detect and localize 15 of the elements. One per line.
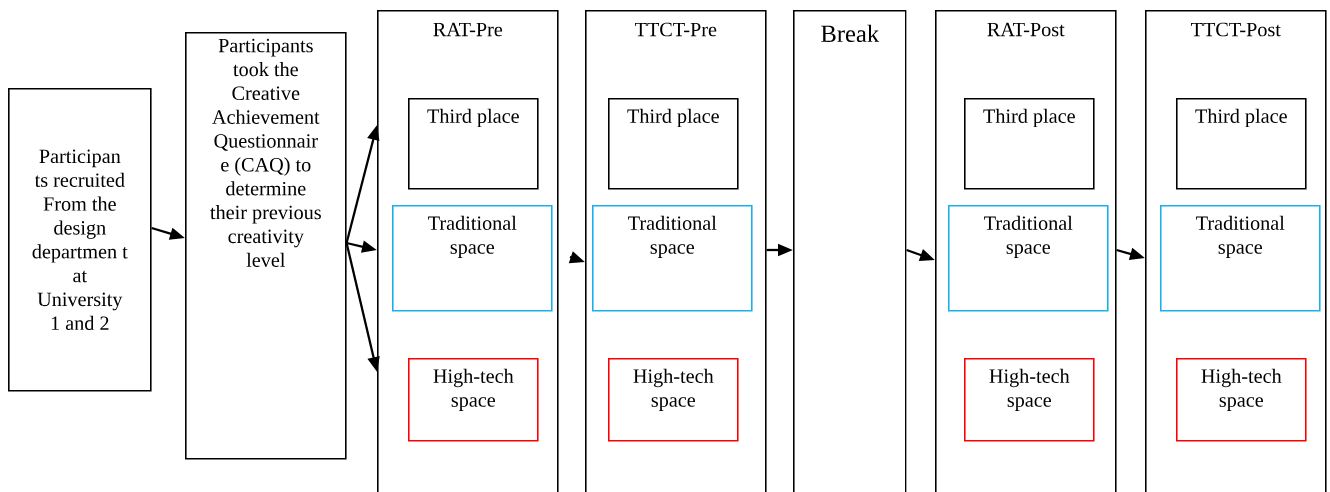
condition-box: Third place [408,98,539,190]
condition-box: Traditional space [948,205,1109,312]
condition-box: High-tech space [1176,358,1307,442]
condition-box: Third place [608,98,739,190]
process-box: Participan ts recruited From the design departmen t at University 1 and 2 [8,88,152,392]
condition-box: Third place [964,98,1095,190]
condition-box: Traditional space [592,205,753,312]
condition-box: High-tech space [608,358,739,442]
condition-box: Third place [1176,98,1307,190]
condition-box: High-tech space [964,358,1095,442]
condition-box: High-tech space [408,358,539,442]
process-box: Participants took the Creative Achievement Questionnair e (CAQ) to determine their previous creativity level [185,32,347,460]
condition-box: Traditional space [1160,205,1321,312]
condition-box: Traditional space [392,205,553,312]
stage-column: Break [793,10,907,492]
